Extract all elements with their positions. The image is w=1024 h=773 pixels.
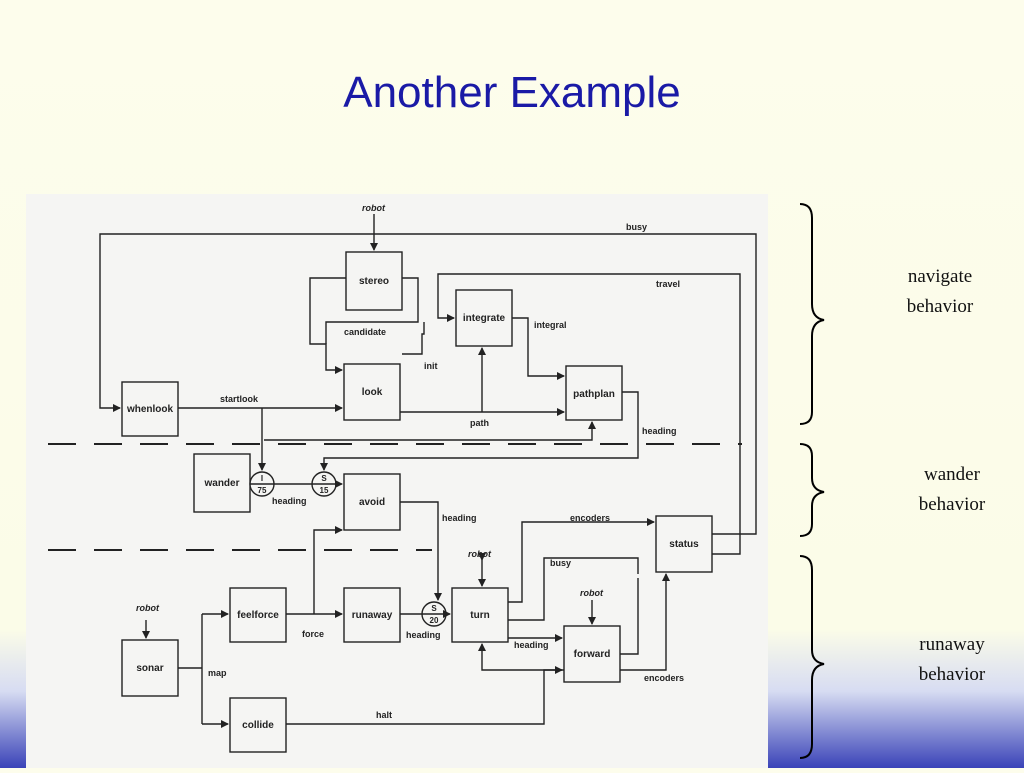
node-box-status [655,515,713,573]
signal-force: force [302,629,324,639]
signal-halt: halt [376,710,392,720]
node-box-runaway [343,587,401,643]
node-box-feelforce [229,587,287,643]
signal-heading-avoid: heading [442,513,477,523]
signal-path: path [470,418,489,428]
signal-robot-forward: robot [580,588,604,598]
behavior-label-navigate: navigate behavior [870,262,1010,322]
node-box-collide [229,697,287,753]
subsumption-diagram: stereo integrate look pathplan whenlook … [26,194,768,768]
node-sonar: sonar [136,663,163,674]
suppressor-s20-top: S [431,604,437,613]
inhibitor-i75-top: I [261,474,263,483]
behavior-braces [799,203,825,759]
behavior-label-runaway: runaway behavior [882,630,1022,690]
signal-robot-turn: robot [468,549,492,559]
node-box-look [343,363,401,421]
suppressor-s15-top: S [321,474,327,483]
node-feelforce: feelforce [237,610,279,621]
brace-runaway [799,555,825,759]
behavior-label-wander: wander behavior [882,460,1022,520]
signal-robot-sonar: robot [136,603,160,613]
signal-heading-runaway: heading [406,630,441,640]
diagram-svg: stereo integrate look pathplan whenlook … [48,203,757,753]
signal-encoders-forward: encoders [644,673,684,683]
node-integrate: integrate [463,313,506,324]
signal-map: map [208,668,227,678]
node-box-turn [451,587,509,643]
behavior-runaway-line1: runaway [919,634,985,655]
behavior-navigate-line1: navigate [907,266,973,287]
node-box-pathplan [565,365,623,421]
node-forward: forward [574,649,611,660]
signal-encoders-status: encoders [570,513,610,523]
behavior-navigate-line2: behavior [906,296,974,317]
signal-heading-turn: heading [514,640,549,650]
signal-busy-top: busy [626,222,647,232]
brace-wander [799,443,825,537]
behavior-runaway-line2: behavior [918,664,986,685]
brace-navigate [799,203,825,425]
signal-init: init [424,361,438,371]
node-box-whenlook [121,381,179,437]
node-collide: collide [242,720,274,731]
inhibitor-i75-bottom: 75 [258,486,267,495]
suppressor-s20-bottom: 20 [430,616,439,625]
slide-title: Another Example [343,68,681,117]
signal-travel: travel [656,279,680,289]
node-pathplan: pathplan [573,389,615,400]
node-box-stereo [345,251,403,311]
node-whenlook: whenlook [126,404,174,415]
node-status: status [669,539,699,550]
node-turn: turn [470,610,489,621]
node-look: look [362,387,383,398]
signal-candidate: candidate [344,327,386,337]
node-avoid: avoid [359,497,385,508]
signal-startlook: startlook [220,394,259,404]
node-stereo: stereo [359,276,389,287]
signal-heading-pathplan: heading [642,426,677,436]
behavior-wander-line2: behavior [918,494,986,515]
node-runaway: runaway [352,610,393,621]
signal-integral: integral [534,320,567,330]
suppressor-s15-bottom: 15 [320,486,329,495]
signal-heading-wander: heading [272,496,307,506]
node-wander: wander [203,478,239,489]
signal-robot-stereo: robot [362,203,386,213]
signal-busy-status: busy [550,558,571,568]
behavior-wander-line1: wander [924,464,980,485]
